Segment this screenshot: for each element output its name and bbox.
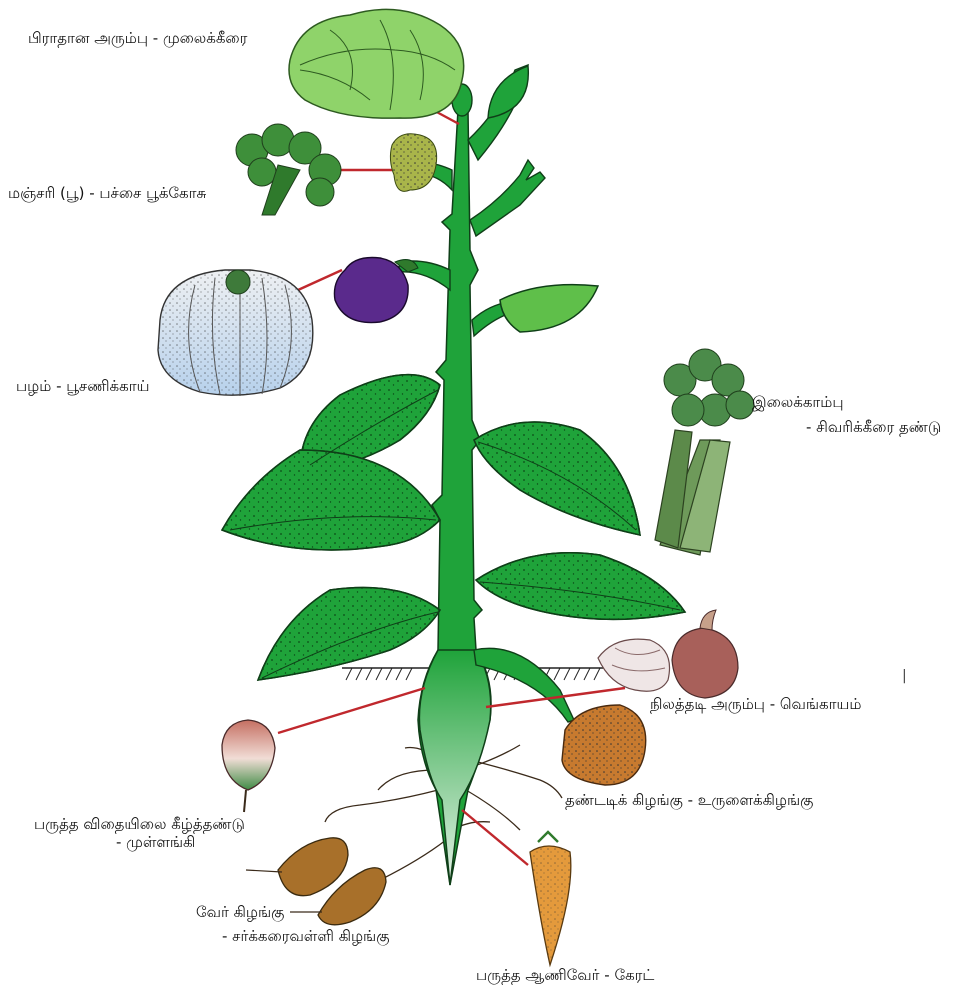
eggplant-icon <box>334 258 418 323</box>
carrot-icon <box>530 832 571 965</box>
label-inflorescence: மஞ்சரி (பூ) - பச்சை பூக்கோசு <box>8 183 206 203</box>
label-underground-bud: நிலத்தடி அரும்பு - வெங்காயம் <box>650 694 861 714</box>
label-taproot: பருத்த ஆணிவேர் - கேரட் <box>476 965 654 985</box>
potato-icon <box>562 705 646 785</box>
label-petiole-2: - சிவரிக்கீரை தண்டு <box>806 417 941 437</box>
label-hypocotyl-2: - முள்ளங்கி <box>116 832 195 852</box>
cabbage-icon <box>289 9 464 118</box>
label-hypocotyl-1: பருத்த விதையிலை கீழ்த்தண்டு <box>34 814 245 834</box>
label-root-tuber-2: - சர்க்கரைவள்ளி கிழங்கு <box>222 926 389 946</box>
label-stem-tuber: தண்டடிக் கிழங்கு - உருளைக்கிழங்கு <box>565 790 813 810</box>
label-fruit: பழம் - பூசணிக்காய் <box>16 376 149 396</box>
broccoli-icon <box>236 124 341 215</box>
label-petiole-1: இலைக்காம்பு <box>752 392 844 412</box>
label-root-tuber-1: வேர் கிழங்கு <box>196 902 284 922</box>
radish-icon <box>222 720 275 812</box>
label-terminal-bud: பிராதான அரும்பு - முலைக்கீரை <box>28 28 247 48</box>
celery-icon <box>655 349 754 555</box>
onion-icon <box>598 610 738 698</box>
svg-text:|: | <box>902 668 907 684</box>
floret <box>390 134 436 192</box>
top-leaf <box>488 66 528 118</box>
pumpkin-icon <box>158 270 313 396</box>
